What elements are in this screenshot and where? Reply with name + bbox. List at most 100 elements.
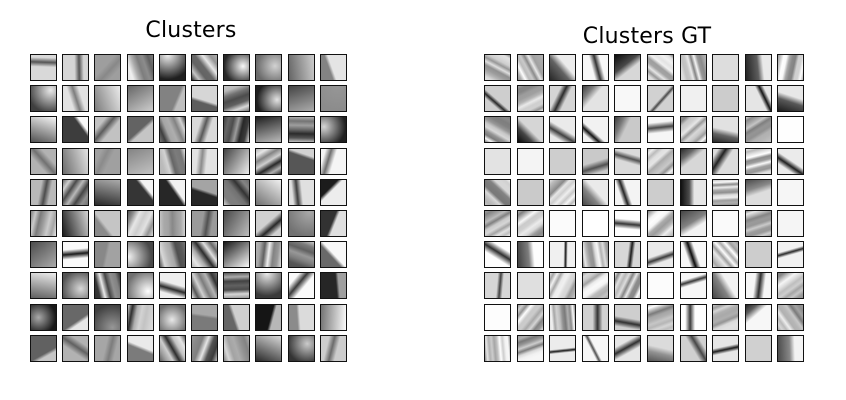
patch-tile (549, 116, 577, 144)
patch-tile (777, 85, 805, 113)
patch-tile (581, 178, 609, 206)
patch-tile (484, 241, 511, 269)
patch-tile (679, 178, 707, 206)
patch-tile (484, 334, 511, 362)
patch-tile (549, 303, 577, 331)
patch-tile (581, 85, 609, 113)
patch-tile (646, 116, 674, 144)
patch-tile (319, 272, 347, 300)
patch-tile (484, 116, 511, 144)
patch-tile (319, 54, 347, 81)
patch-tile (62, 334, 90, 362)
patch-tile (484, 178, 511, 206)
patch-tile (190, 85, 218, 113)
patch-tile (255, 147, 283, 175)
patch-tile (319, 241, 347, 269)
patch-tile (516, 241, 544, 269)
patch-tile (712, 54, 740, 81)
patch-tile (614, 147, 642, 175)
patch-tile (223, 272, 251, 300)
patch-tile (549, 334, 577, 362)
patch-tile (777, 116, 805, 144)
patch-tile (549, 85, 577, 113)
patch-tile (646, 334, 674, 362)
patch-tile (30, 85, 57, 113)
patch-tile (646, 85, 674, 113)
patch-tile (158, 303, 186, 331)
clusters-title: Clusters (145, 18, 237, 43)
patch-tile (62, 241, 90, 269)
patch-tile (94, 147, 122, 175)
patch-tile (549, 241, 577, 269)
patch-tile (287, 272, 315, 300)
patch-tile (646, 54, 674, 81)
patch-tile (30, 54, 57, 81)
patch-tile (679, 241, 707, 269)
patch-tile (646, 209, 674, 237)
patch-tile (158, 54, 186, 81)
patch-tile (30, 116, 57, 144)
patch-tile (255, 303, 283, 331)
patch-tile (646, 303, 674, 331)
patch-tile (62, 209, 90, 237)
patch-tile (94, 241, 122, 269)
patch-tile (646, 178, 674, 206)
patch-tile (484, 54, 511, 81)
patch-tile (712, 116, 740, 144)
patch-tile (158, 85, 186, 113)
patch-tile (158, 147, 186, 175)
patch-tile (287, 116, 315, 144)
patch-tile (30, 178, 57, 206)
patch-tile (223, 178, 251, 206)
patch-tile (516, 303, 544, 331)
patch-tile (126, 334, 154, 362)
patch-tile (712, 178, 740, 206)
patch-tile (190, 147, 218, 175)
patch-tile (679, 272, 707, 300)
patch-tile (94, 178, 122, 206)
patch-tile (777, 241, 805, 269)
patch-tile (646, 241, 674, 269)
patch-tile (614, 334, 642, 362)
patch-tile (679, 85, 707, 113)
patch-tile (319, 334, 347, 362)
patch-tile (94, 209, 122, 237)
patch-tile (94, 85, 122, 113)
patch-tile (679, 116, 707, 144)
patch-tile (158, 272, 186, 300)
patch-tile (581, 209, 609, 237)
patch-tile (581, 147, 609, 175)
patch-tile (223, 147, 251, 175)
patch-tile (223, 303, 251, 331)
patch-tile (287, 178, 315, 206)
patch-tile (712, 85, 740, 113)
patch-tile (712, 241, 740, 269)
patch-tile (190, 116, 218, 144)
patch-tile (223, 334, 251, 362)
patch-tile (319, 116, 347, 144)
patch-tile (516, 178, 544, 206)
patch-tile (223, 241, 251, 269)
patch-tile (126, 54, 154, 81)
patch-tile (255, 334, 283, 362)
patch-tile (744, 334, 772, 362)
patch-tile (744, 54, 772, 81)
patch-tile (549, 178, 577, 206)
patch-tile (614, 178, 642, 206)
patch-tile (581, 334, 609, 362)
patch-tile (777, 54, 805, 81)
patch-tile (712, 147, 740, 175)
patch-tile (319, 178, 347, 206)
patch-tile (679, 303, 707, 331)
patch-tile (777, 147, 805, 175)
patch-tile (484, 272, 511, 300)
patch-tile (62, 85, 90, 113)
patch-tile (484, 209, 511, 237)
patch-tile (679, 54, 707, 81)
patch-tile (712, 272, 740, 300)
patch-tile (30, 241, 57, 269)
patch-tile (679, 147, 707, 175)
patch-tile (126, 209, 154, 237)
patch-tile (223, 54, 251, 81)
patch-tile (516, 85, 544, 113)
